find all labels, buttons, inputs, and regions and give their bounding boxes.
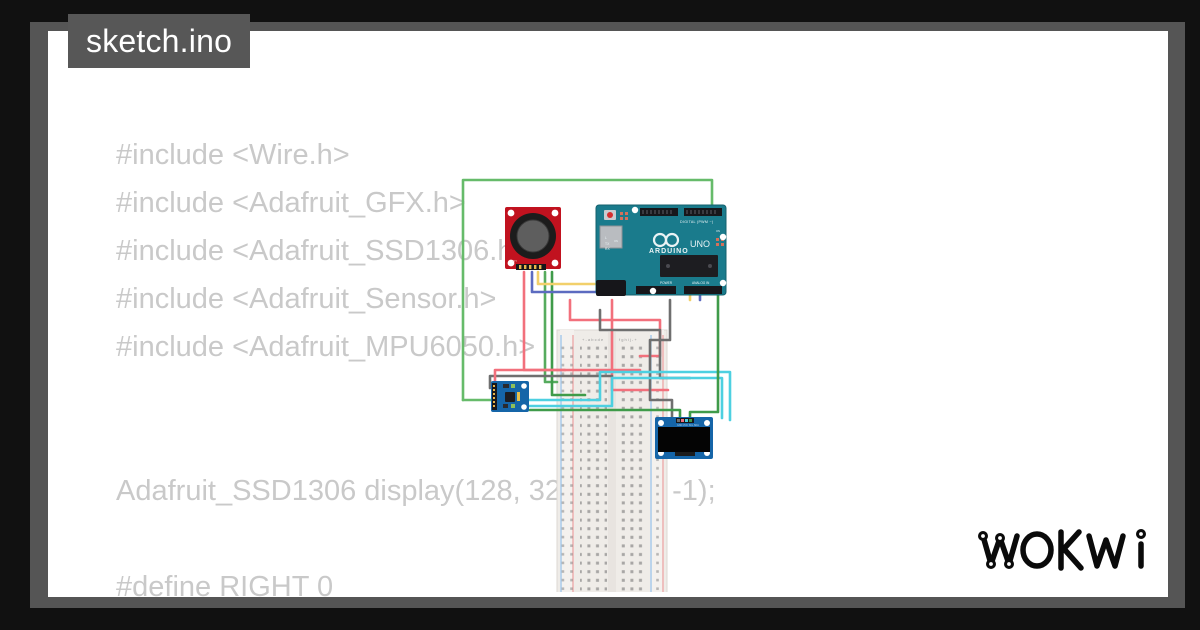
svg-text:ON: ON <box>614 239 618 243</box>
svg-text:ON: ON <box>716 229 720 233</box>
wokwi-logo-icon <box>978 529 1146 571</box>
svg-text:L: L <box>605 236 607 240</box>
mpu6050-module[interactable] <box>491 381 529 412</box>
svg-text:TX: TX <box>605 242 610 246</box>
svg-text:POWER: POWER <box>660 281 673 285</box>
svg-text:f g h i j - +: f g h i j - + <box>619 337 637 342</box>
svg-text:+ - a b c d e: + - a b c d e <box>582 337 604 342</box>
breadboard[interactable]: + - a b c d e f g h i j - + <box>556 329 668 630</box>
wokwi-logo <box>975 518 1155 585</box>
svg-text:DIGITAL (PWM ~): DIGITAL (PWM ~) <box>680 220 713 224</box>
svg-text:RX: RX <box>605 247 610 251</box>
svg-text:JOY: JOY <box>512 259 517 263</box>
oled-display-ssd1306[interactable]: GND VCC SCL SDA <box>655 417 713 459</box>
svg-text:GND VCC SCL SDA: GND VCC SCL SDA <box>677 424 699 427</box>
file-tab-sketch-ino[interactable]: sketch.ino <box>68 14 251 68</box>
joystick-module[interactable]: JOY <box>505 207 561 270</box>
svg-text:ANALOG IN: ANALOG IN <box>692 281 710 285</box>
svg-text:UNO: UNO <box>690 239 710 249</box>
svg-text:ARDUINO: ARDUINO <box>649 248 689 255</box>
arduino-uno-board[interactable]: DIGITAL (PWM ~) ARDUINO UNO L TX RX POWE… <box>595 204 727 296</box>
